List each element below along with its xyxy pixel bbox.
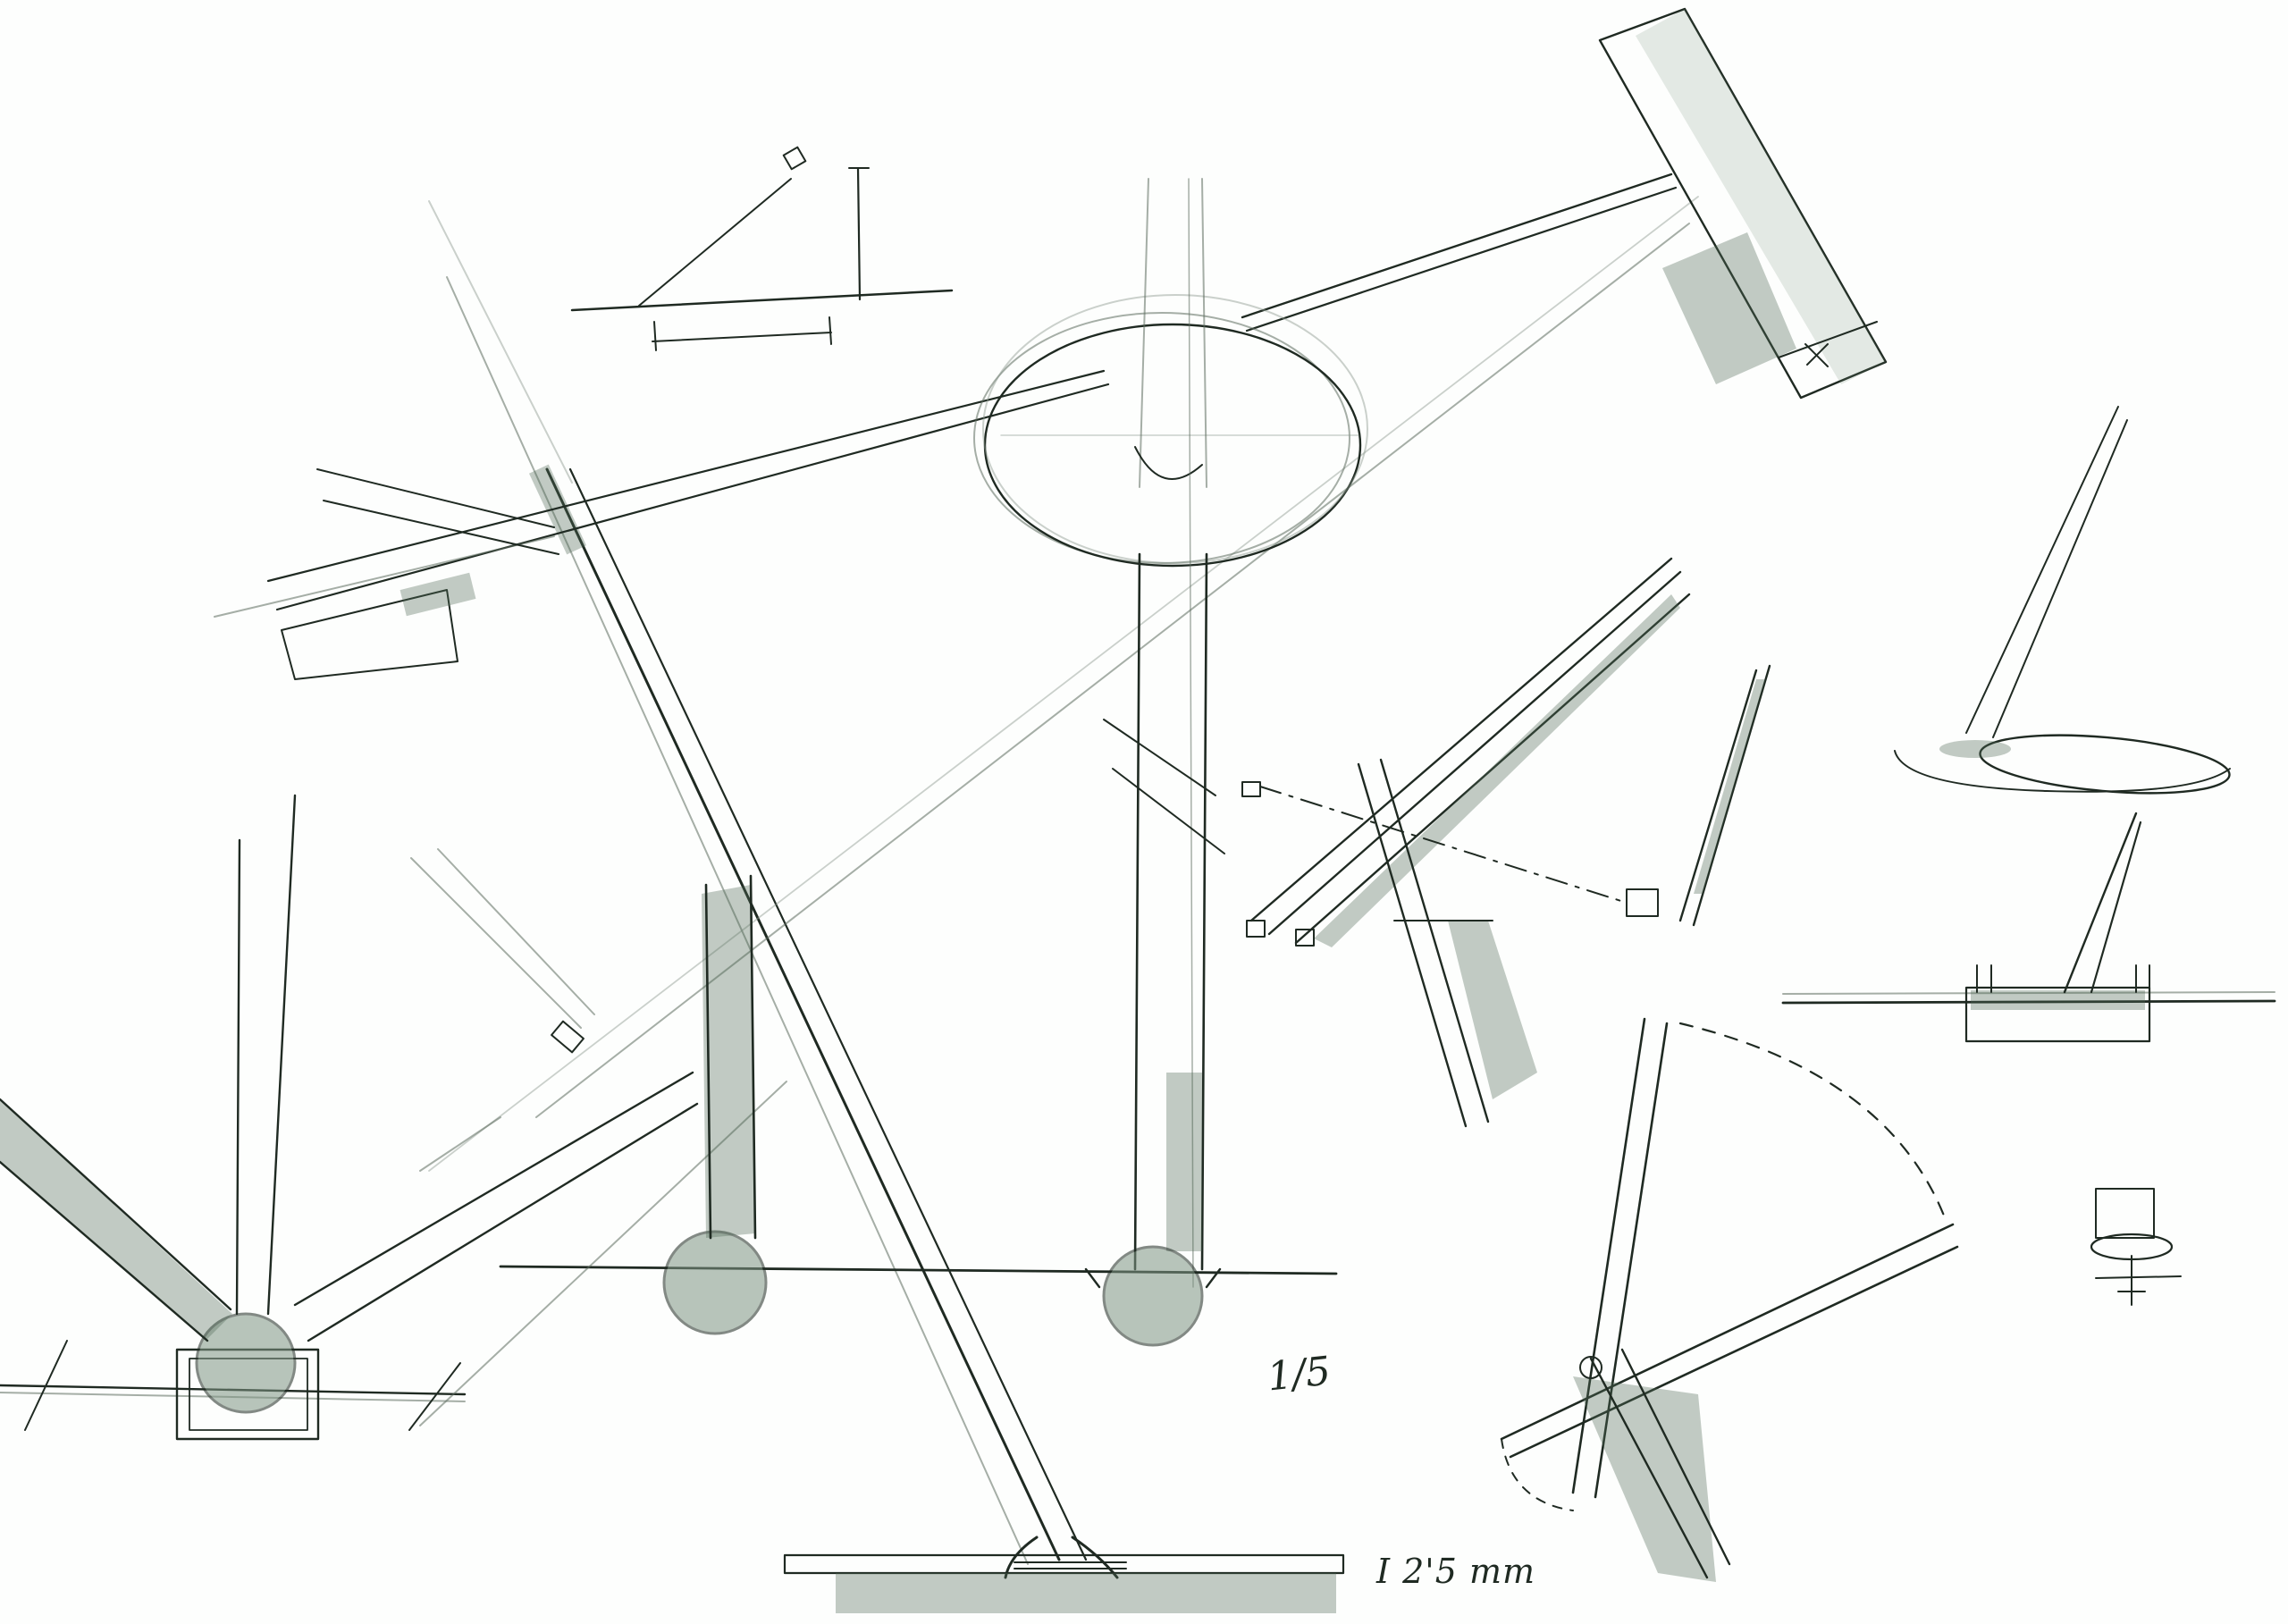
bracket-detail (1103, 557, 1771, 1128)
scale-note: 1/5 (1265, 1348, 1333, 1401)
ground-and-joints (0, 1230, 1338, 1441)
angle-study (570, 146, 954, 351)
paddle (1598, 7, 1888, 400)
main-diagonal-rod (428, 200, 1119, 1579)
long-arm-to-paddle (428, 172, 1699, 1172)
disc-detail (1894, 406, 2231, 795)
base-plate (783, 1553, 1345, 1613)
middle-rod-assembly (410, 848, 757, 1240)
left-rod-assembly (0, 794, 787, 1426)
cross-detail (1500, 1017, 1959, 1582)
upper-cross-arm (214, 369, 1110, 680)
dimension-note: I 2'5 mm (1376, 1552, 1536, 1591)
pin-detail (2090, 1188, 2182, 1306)
section-detail (1781, 812, 2276, 1043)
central-pivot (973, 178, 1368, 1288)
